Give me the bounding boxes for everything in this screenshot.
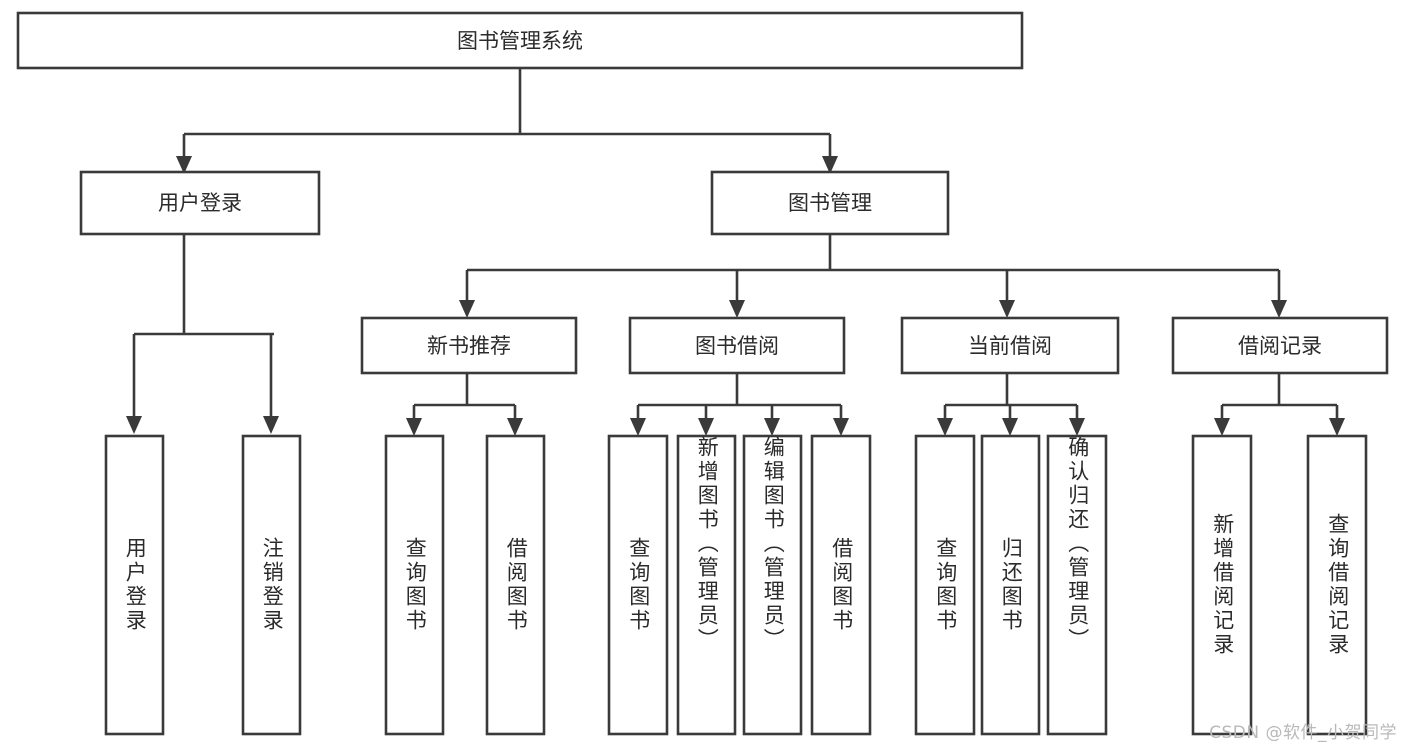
arrowhead-l3-borrow-record — [1271, 300, 1287, 318]
connector-group-new-book-recommend — [406, 373, 523, 436]
node-level3-book-borrow-label: 图书借阅 — [695, 334, 779, 358]
node-level2-book-manage-box[interactable] — [710, 170, 950, 236]
arrowhead-leaf-bb-3 — [833, 418, 849, 436]
connector-group-borrow-record — [1214, 373, 1345, 436]
arrowhead-l3-current-borrow — [999, 300, 1015, 318]
node-level2-book-manage-label: 图书管理 — [788, 191, 872, 215]
arrowhead-leaf-cb-1 — [1002, 418, 1018, 436]
node-level3-current-borrow-label: 当前借阅 — [968, 334, 1052, 358]
node-leaf-br-0-box[interactable] — [1191, 434, 1253, 736]
arrowhead-leaf-nbr-0 — [406, 418, 422, 436]
arrowhead-leaf-user-login-1 — [263, 416, 279, 434]
arrowhead-l3-new-book — [459, 300, 475, 318]
node-leaf-cb-0-box[interactable] — [914, 434, 976, 736]
node-leaf-nbr-0-box[interactable] — [384, 434, 445, 736]
arrowhead-leaf-bb-0 — [630, 418, 646, 436]
arrowhead-leaf-br-0 — [1214, 418, 1230, 436]
arrowhead-leaf-bb-2 — [764, 418, 780, 436]
connector-group-current-borrow — [937, 373, 1085, 436]
node-level3-borrow-record-box[interactable] — [1171, 316, 1389, 375]
node-level2-user-login-label: 用户登录 — [158, 191, 242, 215]
node-leaf-cb-1-box[interactable] — [980, 434, 1041, 736]
csdn-watermark: CSDN @软件_小贺同学 — [1209, 723, 1397, 743]
node-level3-borrow-record-label: 借阅记录 — [1238, 334, 1322, 358]
node-leaf-br-1-box[interactable] — [1306, 434, 1368, 736]
arrowhead-book-manage — [822, 156, 838, 174]
connector-group-book-manage — [459, 234, 1287, 318]
node-level3-book-borrow-box[interactable] — [628, 316, 846, 375]
node-leaf-bb-1-box[interactable] — [676, 434, 737, 736]
node-leaf-user-login-1-box[interactable] — [241, 434, 302, 736]
arrowhead-leaf-cb-0 — [937, 418, 953, 436]
node-root-label: 图书管理系统 — [457, 29, 583, 53]
node-level3-new-book-recommend-label: 新书推荐 — [427, 334, 511, 358]
node-leaf-bb-3-box[interactable] — [810, 434, 872, 736]
arrowhead-l3-book-borrow — [729, 300, 745, 318]
node-leaf-bb-2-box[interactable] — [742, 434, 803, 736]
node-level3-new-book-recommend-box[interactable] — [360, 316, 578, 375]
node-level2-user-login-box[interactable] — [79, 170, 321, 236]
node-leaf-nbr-1-box[interactable] — [485, 434, 546, 736]
node-leaf-cb-2-box[interactable] — [1046, 434, 1108, 736]
arrowhead-leaf-cb-2 — [1069, 418, 1085, 436]
node-level3-current-borrow-box[interactable] — [900, 316, 1120, 375]
connector-group-book-borrow — [630, 373, 849, 436]
arrowhead-leaf-nbr-1 — [507, 418, 523, 436]
node-leaf-user-login-0-box[interactable] — [104, 434, 165, 736]
arrowhead-user-login — [176, 156, 192, 174]
arrowhead-leaf-user-login-0 — [126, 416, 142, 434]
node-leaf-bb-0-box[interactable] — [607, 434, 669, 736]
arrowhead-leaf-bb-1 — [698, 418, 714, 436]
connector-group-root — [176, 68, 838, 174]
arrowhead-leaf-br-1 — [1329, 418, 1345, 436]
connector-group-user-login — [126, 234, 279, 434]
node-root-box[interactable] — [16, 11, 1024, 70]
